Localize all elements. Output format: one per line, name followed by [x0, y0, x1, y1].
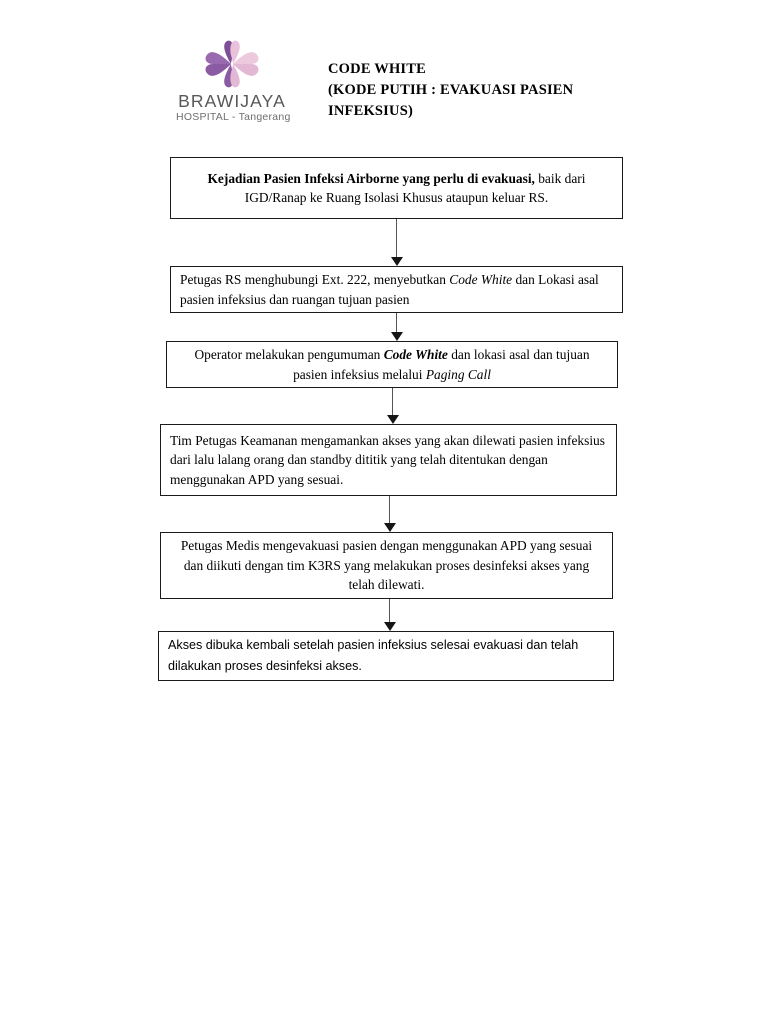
flow-node-3-run-0: Operator melakukan pengumuman: [194, 347, 384, 362]
page-title-line-2: (KODE PUTIH : EVAKUASI PASIEN: [328, 82, 574, 98]
flow-node-1-run-1: baik dari IGD/Ranap ke Ruang Isolasi Khu…: [244, 170, 586, 206]
flow-node-2-run-0: Petugas RS menghubungi Ext. 222, menyebu…: [180, 272, 450, 287]
flow-node-2-run-1: Code White: [449, 272, 513, 287]
flow-node-5-text: Petugas Medis mengevakuasi pasien dengan…: [180, 538, 593, 593]
flow-node-3-run-3: Paging Call: [425, 366, 491, 382]
logo-subtext: HOSPITAL - Tangerang: [176, 111, 291, 124]
flow-node-3-text: Operator melakukan pengumuman Code White…: [176, 345, 608, 384]
flow-node-1: Kejadian Pasien Infeksi Airborne yang pe…: [170, 157, 623, 219]
flow-node-3-run-2: dan lokasi asal dan tujuan pasien infeks…: [293, 347, 590, 382]
page-title-line-1: CODE WHITE: [328, 61, 427, 77]
flow-node-6-text: Akses dibuka kembali setelah pasien infe…: [168, 638, 579, 673]
flow-node-3-run-1: Code White: [383, 347, 448, 362]
hospital-logo: BRAWIJAYA HOSPITAL - Tangerang: [176, 38, 291, 124]
flow-node-1-run-0: Kejadian Pasien Infeksi Airborne yang pe…: [207, 170, 535, 186]
document-header: BRAWIJAYA HOSPITAL - Tangerang CODE WHIT…: [0, 0, 768, 150]
connector-arrow-5: [383, 599, 397, 631]
connector-arrow-1: [390, 219, 404, 266]
flow-node-4-text: Tim Petugas Keamanan mengamankan akses y…: [170, 432, 605, 487]
page-title-line-3: INFEKSIUS): [328, 103, 413, 119]
flow-node-1-text: Kejadian Pasien Infeksi Airborne yang pe…: [180, 169, 613, 208]
flow-node-3: Operator melakukan pengumuman Code White…: [166, 341, 618, 388]
connector-arrow-2: [390, 313, 404, 341]
flow-node-2: Petugas RS menghubungi Ext. 222, menyebu…: [170, 266, 623, 313]
flow-node-4: Tim Petugas Keamanan mengamankan akses y…: [160, 424, 617, 496]
flow-node-2-run-2: dan Lokasi asal pasien infeksius dan rua…: [180, 272, 599, 307]
connector-arrow-4: [383, 496, 397, 532]
butterfly-logo-icon: [205, 40, 259, 88]
flow-node-6: Akses dibuka kembali setelah pasien infe…: [158, 631, 614, 681]
flow-node-2-text: Petugas RS menghubungi Ext. 222, menyebu…: [180, 270, 613, 309]
flow-node-5: Petugas Medis mengevakuasi pasien dengan…: [160, 532, 613, 599]
connector-arrow-3: [386, 388, 400, 424]
logo-wordmark: BRAWIJAYA: [178, 91, 286, 111]
page-title: CODE WHITE (KODE PUTIH : EVAKUASI PASIEN…: [328, 59, 658, 122]
